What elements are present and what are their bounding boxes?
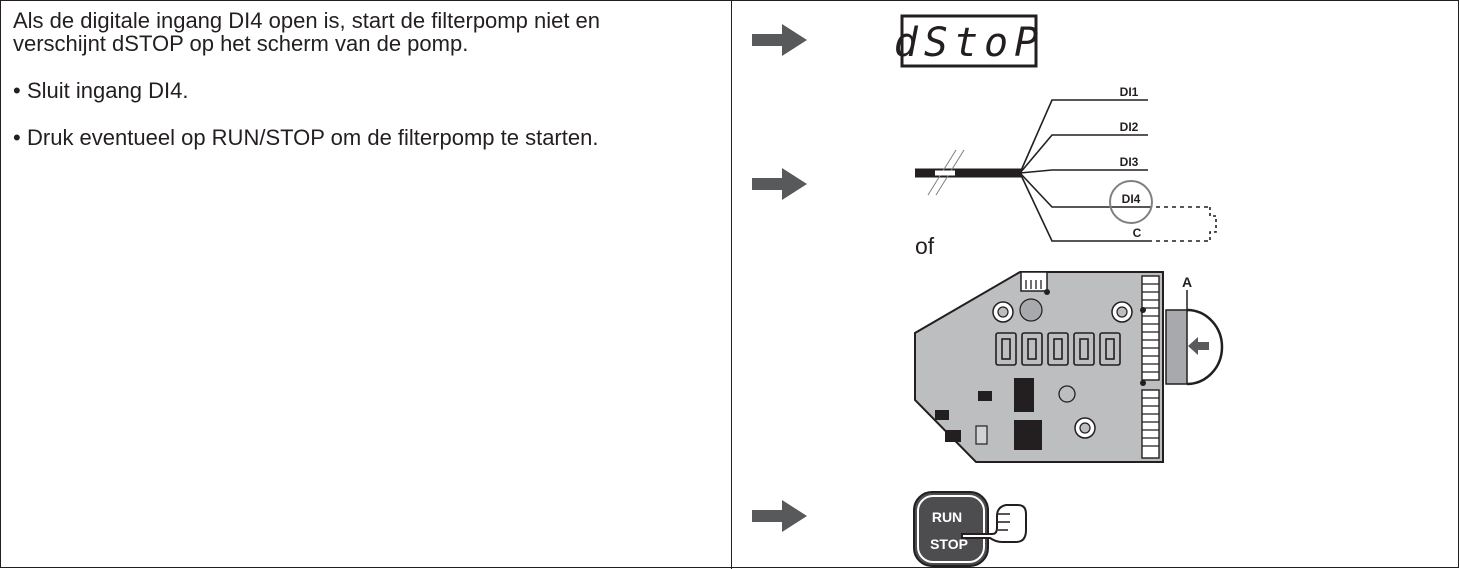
connector-a — [1165, 290, 1224, 386]
display-readout: dStoP — [894, 20, 1044, 66]
list-item: • Sluit ingang DI4. — [13, 79, 703, 102]
stop-label: STOP — [930, 536, 968, 552]
run-label: RUN — [932, 509, 962, 525]
step-text: Druk eventueel op RUN/STOP om de filterp… — [27, 125, 599, 150]
run-stop-button: RUN STOP — [913, 491, 1027, 567]
wire-label-di2: DI2 — [1120, 120, 1139, 134]
connector-a-label: A — [1182, 274, 1192, 290]
list-item: • Druk eventueel op RUN/STOP om de filte… — [13, 126, 703, 149]
right-arrow-icon — [752, 500, 807, 532]
or-label: of — [915, 233, 935, 259]
wiring-diagram — [915, 99, 1217, 242]
step-text: Sluit ingang DI4. — [27, 78, 189, 103]
circuit-board — [914, 271, 1164, 463]
step-list: • Sluit ingang DI4. • Druk eventueel op … — [13, 79, 703, 149]
wire-label-di1: DI1 — [1120, 85, 1139, 99]
intro-paragraph: Als de digitale ingang DI4 open is, star… — [13, 8, 601, 56]
dstop-display: dStoP — [894, 14, 1044, 68]
bullet: • — [13, 78, 21, 103]
board-display — [995, 332, 1121, 366]
right-arrow-icon — [752, 24, 807, 56]
wire-label-di3: DI3 — [1120, 155, 1139, 169]
bullet: • — [13, 125, 21, 150]
right-arrow-icon — [752, 168, 807, 200]
column-divider — [731, 0, 732, 569]
wire-label-di4: DI4 — [1122, 192, 1141, 206]
instruction-text: Als de digitale ingang DI4 open is, star… — [13, 9, 703, 149]
wire-label-c: C — [1133, 226, 1142, 240]
